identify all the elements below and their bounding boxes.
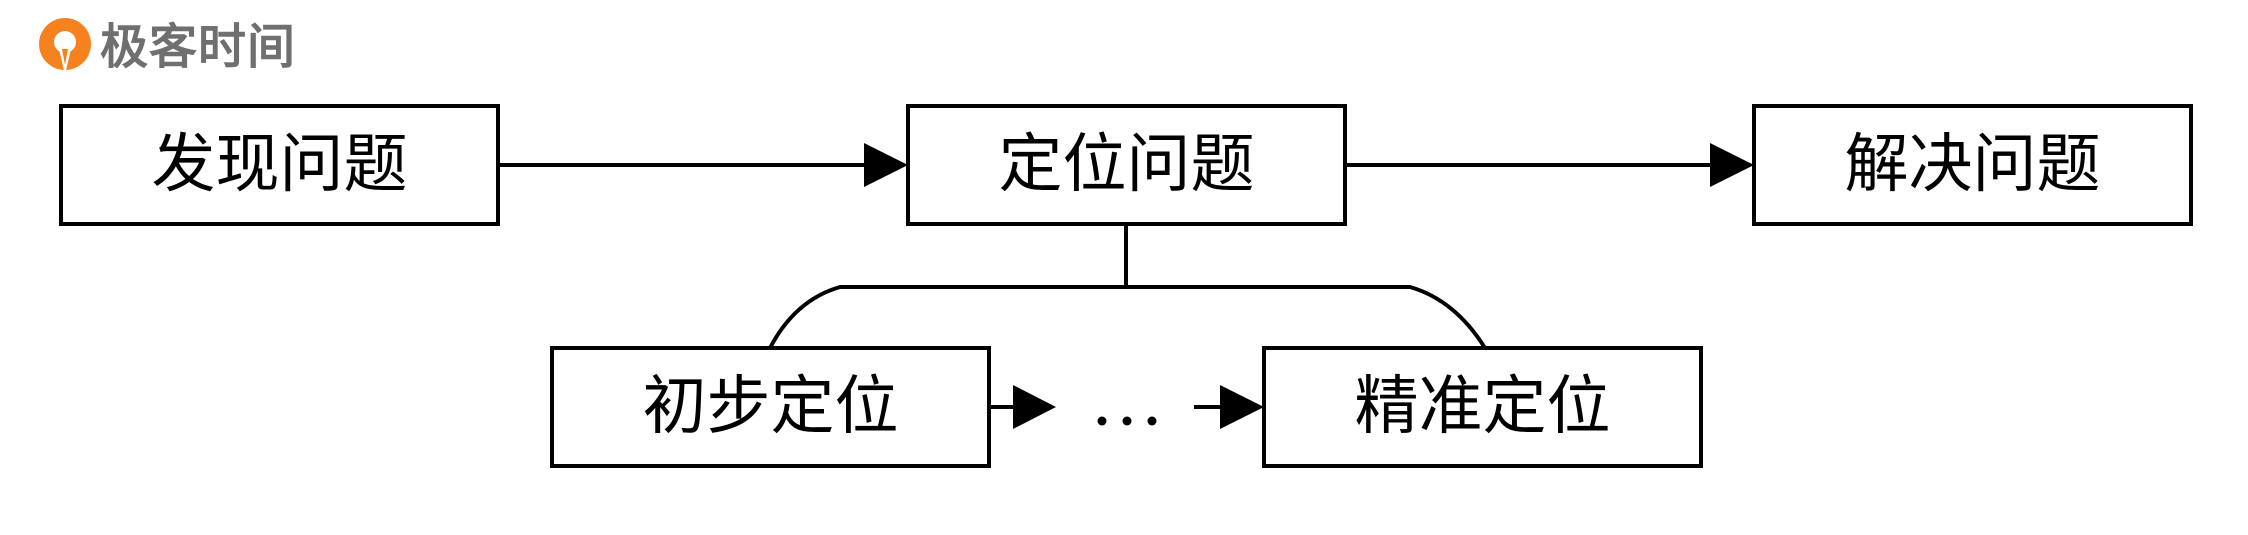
node-initial-label: 初步定位 (643, 370, 899, 444)
node-precise-label: 精准定位 (1355, 370, 1611, 444)
ellipsis-dots (1097, 416, 1157, 426)
node-initial-box (550, 346, 991, 468)
ellipsis-dot (1097, 416, 1107, 426)
arrow-ellipsis-to-precise-head (1220, 385, 1264, 429)
node-discover-box (59, 104, 500, 226)
node-precise-box (1262, 346, 1703, 468)
node-discover-label: 发现问题 (152, 128, 408, 202)
node-locate-box (906, 104, 1347, 226)
node-solve-label: 解决问题 (1845, 128, 2101, 202)
node-solve-box (1752, 104, 2193, 226)
arrow-discover-to-locate-head (864, 143, 908, 187)
ellipsis-dot (1122, 416, 1132, 426)
bracket-arc (768, 285, 1487, 350)
arrow-initial-to-ellipsis-head (1013, 385, 1056, 429)
node-locate-label: 定位问题 (999, 128, 1255, 202)
ellipsis-dot (1147, 416, 1157, 426)
logo: 极客时间 (36, 14, 296, 80)
logo-text: 极客时间 (100, 19, 297, 75)
geektime-logo-icon (39, 18, 91, 75)
arrow-locate-to-solve-head (1710, 143, 1754, 187)
